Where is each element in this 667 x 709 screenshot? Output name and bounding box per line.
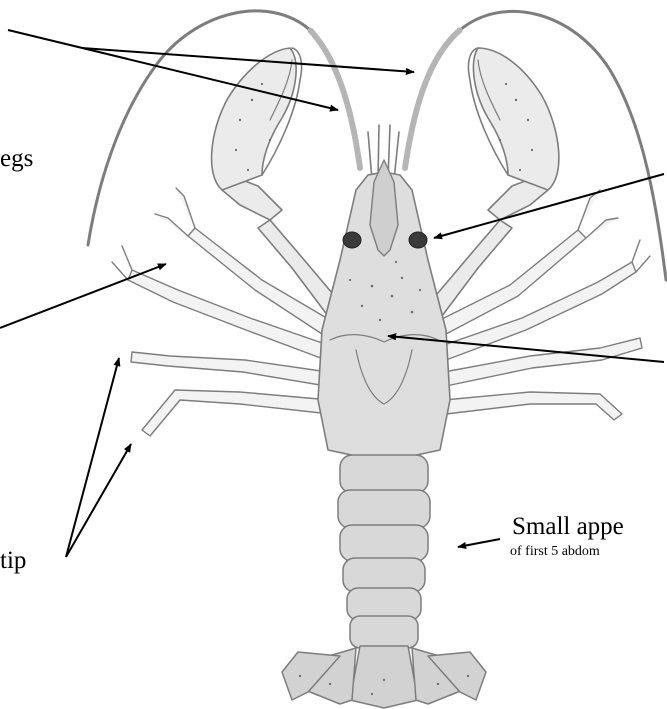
- arrow-walking-leg: [0, 264, 166, 328]
- tail-fan: [282, 646, 486, 708]
- telson: [350, 646, 418, 708]
- left-eye: [343, 232, 361, 248]
- abdomen-segment-2: [338, 490, 430, 528]
- abdomen-segment-3: [340, 525, 428, 561]
- label-small-appendages: Small appe: [512, 514, 624, 539]
- abdomen-segment-5: [347, 588, 421, 620]
- label-small-appendages-sub: of first 5 abdom: [510, 545, 600, 559]
- abdomen-segment-1: [340, 455, 428, 493]
- arrow-swimmerets: [458, 539, 500, 547]
- left-leg-4: [142, 390, 330, 436]
- abdomen: [338, 455, 430, 648]
- arrow-tip-lower: [66, 444, 131, 557]
- walking-legs-right: [440, 190, 650, 420]
- abdomen-segment-6: [350, 616, 418, 648]
- left-leg-3: [131, 352, 328, 386]
- label-tip-partial: tip: [0, 548, 26, 573]
- arrow-tip-upper: [66, 358, 119, 557]
- right-eye: [409, 232, 427, 248]
- crayfish-illustration: [88, 11, 666, 708]
- left-claw: [212, 48, 338, 316]
- abdomen-segment-4: [343, 558, 425, 592]
- label-legs-partial: egs: [0, 146, 33, 171]
- walking-legs-left: [112, 188, 330, 436]
- right-leg-4: [444, 392, 622, 420]
